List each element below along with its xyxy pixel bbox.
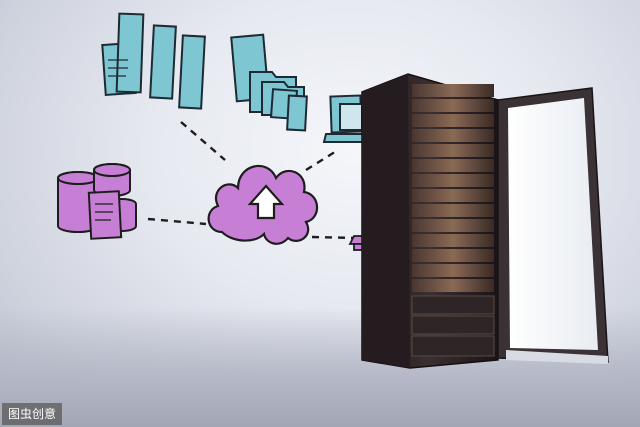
database-icon [57, 163, 137, 240]
rack-door [497, 87, 609, 364]
watermark: 图虫创意 [2, 403, 63, 425]
folder-stack-icon [230, 33, 308, 132]
laptop-icon [322, 94, 372, 143]
cloud-upload-icon [207, 164, 319, 245]
rack-units [411, 84, 495, 357]
connector-lines [147, 121, 357, 240]
server-rack-icon [361, 73, 499, 369]
file-stack-icon [101, 12, 206, 110]
